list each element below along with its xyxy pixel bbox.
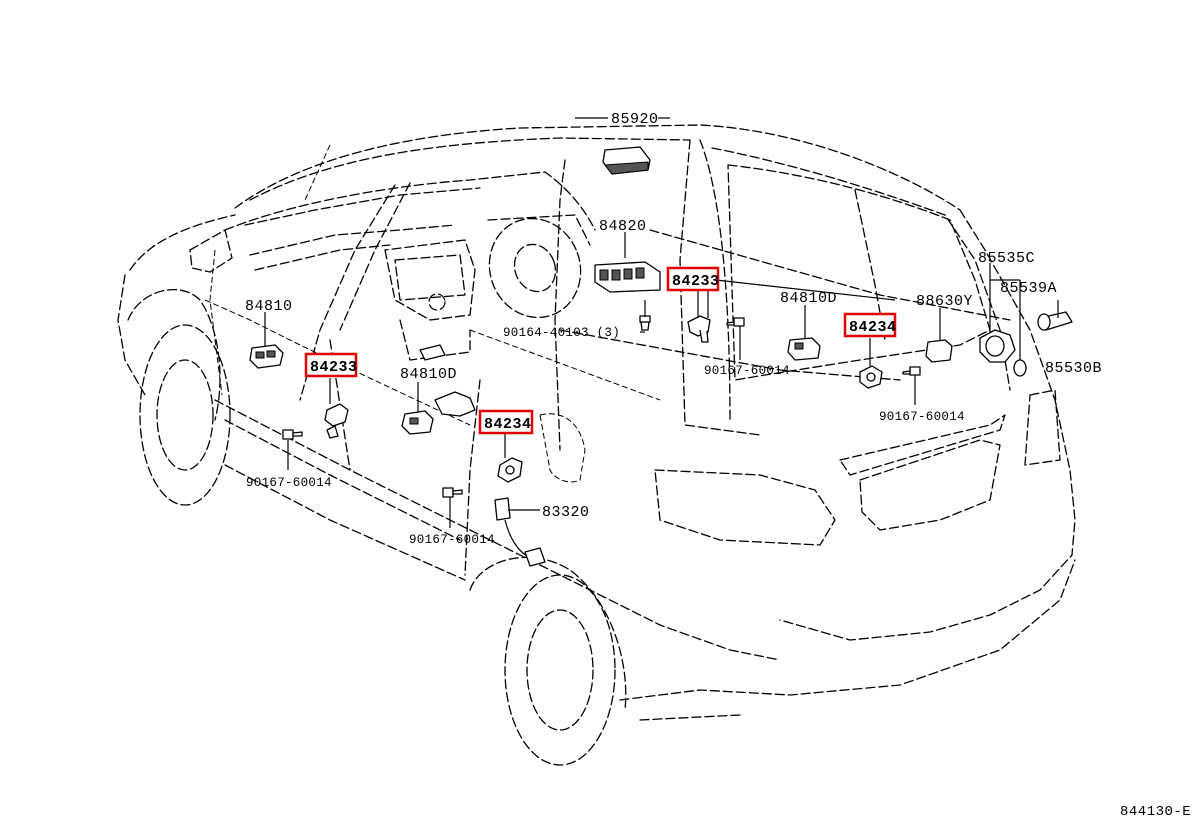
label-90167-60014-rear: 90167-60014 (704, 364, 790, 378)
part-83320-sensor (494, 497, 546, 567)
part-84820-power-window-master-switch (594, 261, 661, 293)
leader-lines (264, 117, 1059, 528)
label-84820: 84820 (599, 218, 647, 235)
part-84234-front-switch (497, 457, 523, 483)
part-90167-screw-front (282, 429, 303, 440)
label-83320: 83320 (542, 504, 590, 521)
highlight-box-84234-rear (843, 312, 897, 338)
label-90164-40103: 90164-40103 (3) (503, 326, 620, 340)
label-85530B: 85530B (1045, 360, 1102, 377)
part-labels: 85920 84820 84233 84810D 88630Y 84234 85… (245, 111, 1102, 547)
label-84233-rear[interactable]: 84233 (672, 273, 720, 290)
label-85539A: 85539A (1000, 280, 1057, 297)
label-84810D-rear: 84810D (780, 290, 837, 307)
label-90167-60014-rear2: 90167-60014 (879, 410, 965, 424)
highlight-box-84233-rear (666, 266, 720, 292)
part-84810D-front-switch (401, 410, 434, 435)
part-84810-front-switch (249, 344, 284, 369)
label-90167-60014-front2: 90167-60014 (409, 533, 495, 547)
part-90164-screw (639, 315, 651, 331)
part-85920-map-lamp (602, 146, 651, 175)
vehicle-outline (117, 124, 1076, 766)
part-90167-screw-rear (726, 317, 745, 327)
part-84810D-rear-switch (787, 337, 821, 361)
highlight-box-84233-front (304, 352, 358, 378)
part-85530B-cigarette-lighter (1037, 311, 1073, 331)
label-88630Y: 88630Y (916, 293, 973, 310)
label-85920: 85920 (611, 111, 659, 128)
figure-code: 844130-E (1120, 804, 1191, 820)
part-84233-front-switch (324, 403, 349, 439)
label-84233-front[interactable]: 84233 (310, 359, 358, 376)
part-88630Y-relay (925, 339, 953, 363)
part-84233-rear-switch (687, 315, 711, 343)
label-85535C: 85535C (978, 250, 1035, 267)
part-84810D-front-lamp (419, 344, 476, 417)
highlight-box-84234-front (478, 409, 534, 435)
part-85535C-socket (979, 329, 1016, 363)
label-84234-rear[interactable]: 84234 (849, 319, 897, 336)
part-84234-rear-switch (859, 365, 883, 389)
label-84810D-front: 84810D (400, 366, 457, 383)
part-90167-screw-rear2 (902, 366, 921, 376)
label-84234-front[interactable]: 84234 (484, 416, 532, 433)
label-90167-60014-front: 90167-60014 (246, 476, 332, 490)
part-85539A-cap (1013, 359, 1027, 377)
part-90167-screw-front2 (442, 487, 463, 498)
label-84810: 84810 (245, 298, 293, 315)
